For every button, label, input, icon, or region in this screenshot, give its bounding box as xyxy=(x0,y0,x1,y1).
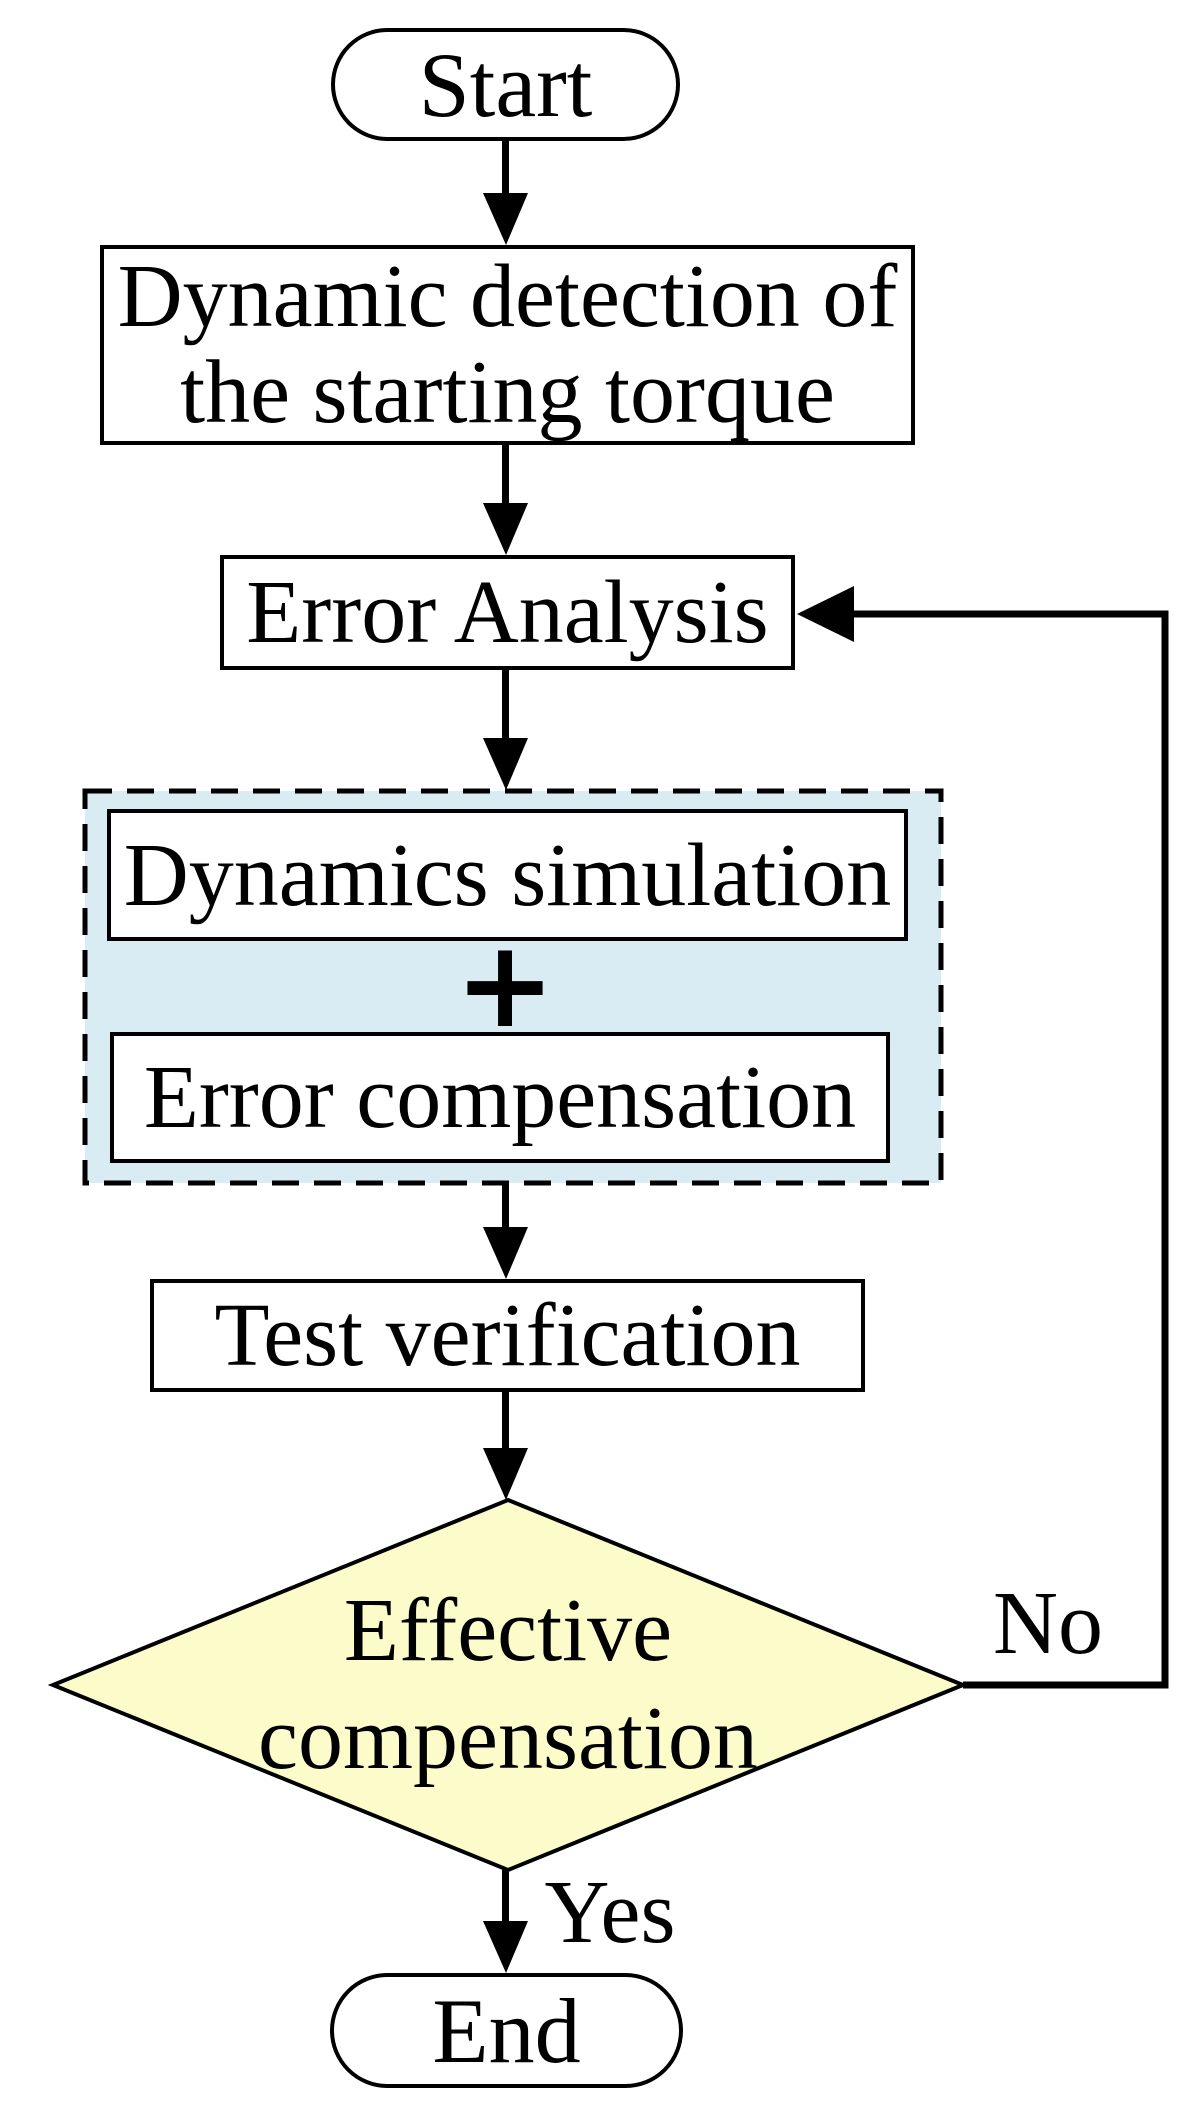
error-analysis-node: Error Analysis xyxy=(220,555,795,670)
detection-label-line2: the starting torque xyxy=(180,343,835,442)
test-verification-node: Test verification xyxy=(150,1279,865,1392)
arrow-start-to-detection xyxy=(483,141,528,245)
error-analysis-label: Error Analysis xyxy=(246,563,769,662)
decision-label-line1: Effective xyxy=(343,1581,673,1680)
arrow-decision-to-end xyxy=(483,1870,528,1973)
decision-label-line2: compensation xyxy=(258,1689,758,1788)
detection-node: Dynamic detection of the starting torque xyxy=(100,245,915,445)
no-edge-label: No xyxy=(993,1573,1103,1673)
yes-edge-label: Yes xyxy=(544,1862,676,1962)
arrow-test-verification-to-decision xyxy=(483,1392,528,1500)
detection-label-line1: Dynamic detection of xyxy=(117,247,898,346)
start-label: Start xyxy=(418,33,593,136)
arrow-error-analysis-to-group xyxy=(483,670,528,790)
dynamics-simulation-label: Dynamics simulation xyxy=(123,825,892,925)
end-label: End xyxy=(432,1979,581,2082)
arrow-detection-to-error-analysis xyxy=(483,445,528,555)
plus-sign: + xyxy=(415,916,595,1055)
decision-label: Effective compensation xyxy=(158,1540,858,1830)
error-compensation-label: Error compensation xyxy=(143,1048,857,1147)
error-compensation-node: Error compensation xyxy=(110,1032,890,1163)
start-node: Start xyxy=(331,28,680,141)
dynamics-simulation-node: Dynamics simulation xyxy=(107,809,908,941)
plus-sign-glyph: + xyxy=(454,915,556,1055)
no-loop-connector xyxy=(797,586,1169,1689)
test-verification-label: Test verification xyxy=(214,1286,801,1385)
end-node: End xyxy=(330,1973,683,2088)
arrow-group-to-test-verification xyxy=(483,1183,528,1279)
